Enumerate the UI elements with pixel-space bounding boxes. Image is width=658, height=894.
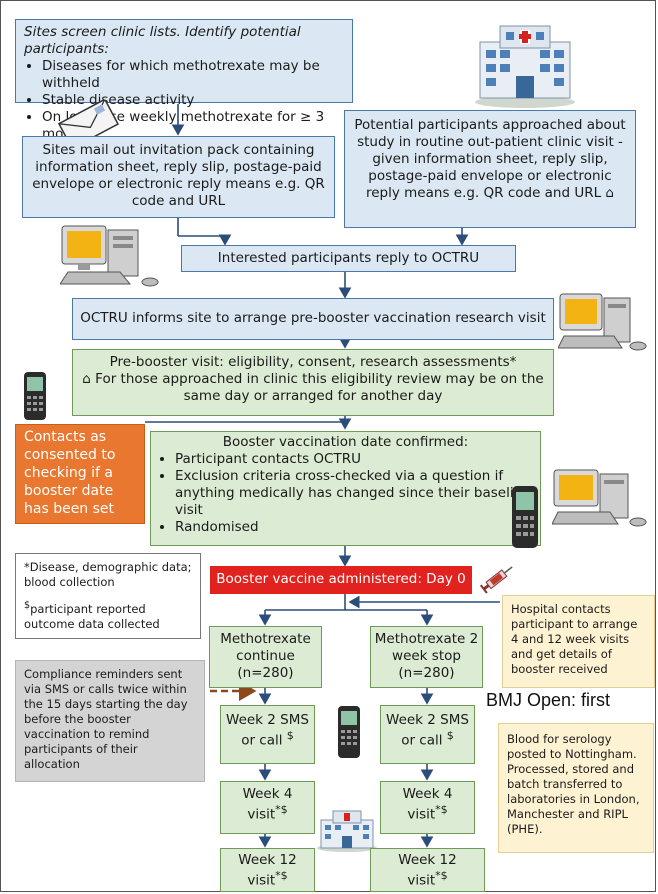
week2-line2: or call xyxy=(241,732,283,749)
week12-stop-box: Week 12 visit*$ xyxy=(370,848,485,892)
hospital-icon xyxy=(475,25,575,108)
syringe-icon xyxy=(479,566,513,594)
booster-administered-text: Booster vaccine administered: Day 0 xyxy=(216,571,466,587)
computer-icon xyxy=(558,293,647,351)
arm-stop-n: (n=280) xyxy=(398,665,455,681)
week2-mark: $ xyxy=(286,729,294,742)
week2-line1: Week 2 SMS xyxy=(386,712,469,728)
arm-continue-n: (n=280) xyxy=(237,665,294,681)
mobile-phone-icon xyxy=(24,372,46,420)
contacts-box: Contacts as consented to checking if a b… xyxy=(15,424,145,524)
hospital-contacts-text: Hospital contacts participant to arrange… xyxy=(511,602,638,676)
week4-mark: *$ xyxy=(435,803,448,816)
week12-line1: Week 12 xyxy=(398,852,457,868)
pre-booster-note: ⌂ For those approached in clinic this el… xyxy=(82,371,544,404)
booster-administered-box: Booster vaccine administered: Day 0 xyxy=(210,566,472,594)
week4-line2: visit xyxy=(247,806,276,823)
pre-booster-heading: Pre-booster visit: eligibility, consent,… xyxy=(109,354,517,370)
arm-continue-label: Methotrexate continue xyxy=(220,631,311,664)
footnote-box: *Disease, demographic data; blood collec… xyxy=(15,553,201,639)
hospital-contacts-box: Hospital contacts participant to arrange… xyxy=(502,595,655,688)
week2-line1: Week 2 SMS xyxy=(226,712,309,728)
compliance-text: Compliance reminders sent via SMS or cal… xyxy=(24,667,188,771)
week12-line1: Week 12 xyxy=(238,852,297,868)
booster-step: Randomised xyxy=(175,519,534,536)
contacts-text: Contacts as consented to checking if a b… xyxy=(24,429,116,517)
compliance-box: Compliance reminders sent via SMS or cal… xyxy=(15,660,205,782)
mobile-phone-icon xyxy=(512,486,538,548)
week4-line2: visit xyxy=(407,806,436,823)
mail-out-box: Sites mail out invitation pack containin… xyxy=(22,136,335,218)
octru-informs-text: OCTRU informs site to arrange pre-booste… xyxy=(80,310,546,326)
week4-line1: Week 4 xyxy=(402,786,453,802)
screening-criterion: Diseases for which methotrexate may be w… xyxy=(42,58,344,92)
screening-criterion: Stable disease activity xyxy=(42,92,344,109)
arm-stop-label: Methotrexate 2 week stop xyxy=(374,631,479,664)
footnote-line-1: *Disease, demographic data; blood collec… xyxy=(24,560,192,589)
week12-mark: *$ xyxy=(275,869,288,882)
week2-continue-box: Week 2 SMS or call $ xyxy=(220,705,315,764)
arm-stop-box: Methotrexate 2 week stop (n=280) xyxy=(370,626,483,688)
mobile-phone-icon xyxy=(338,706,360,758)
blood-serology-text: Blood for serology posted to Nottingham.… xyxy=(507,732,640,836)
screening-heading: Sites screen clinic lists. Identify pote… xyxy=(24,24,301,57)
week4-stop-box: Week 4 visit*$ xyxy=(380,781,475,834)
footnote-dollar-mark: $ xyxy=(24,600,31,611)
week12-mark: *$ xyxy=(435,869,448,882)
mail-out-text: Sites mail out invitation pack containin… xyxy=(32,142,325,209)
computer-icon xyxy=(60,225,159,287)
pre-booster-box: Pre-booster visit: eligibility, consent,… xyxy=(72,349,554,416)
reply-text: Interested participants reply to OCTRU xyxy=(217,250,480,266)
week4-continue-box: Week 4 visit*$ xyxy=(220,781,315,834)
booster-step: Exclusion criteria cross-checked via a q… xyxy=(175,468,534,519)
week2-line2: or call xyxy=(401,732,443,749)
week12-continue-box: Week 12 visit*$ xyxy=(220,848,315,892)
week12-line2: visit xyxy=(407,872,436,889)
hospital-icon xyxy=(317,810,377,852)
week2-mark: $ xyxy=(446,729,454,742)
blood-serology-box: Blood for serology posted to Nottingham.… xyxy=(498,723,654,853)
booster-confirmed-box: Booster vaccination date confirmed: Part… xyxy=(150,431,541,546)
week4-mark: *$ xyxy=(275,803,288,816)
week4-line1: Week 4 xyxy=(242,786,293,802)
arm-continue-box: Methotrexate continue (n=280) xyxy=(209,626,322,688)
footnote-line-2: participant reported outcome data collec… xyxy=(24,601,160,631)
clinic-approach-text: Potential participants approached about … xyxy=(354,117,626,201)
computer-icon xyxy=(552,469,647,527)
clinic-approach-box: Potential participants approached about … xyxy=(344,110,636,228)
booster-step: Participant contacts OCTRU xyxy=(175,451,534,468)
reply-box: Interested participants reply to OCTRU xyxy=(181,245,516,272)
booster-confirmed-heading: Booster vaccination date confirmed: xyxy=(222,434,469,450)
octru-informs-box: OCTRU informs site to arrange pre-booste… xyxy=(72,298,554,340)
week2-stop-box: Week 2 SMS or call $ xyxy=(380,705,475,764)
journal-watermark: BMJ Open: first xyxy=(486,690,611,710)
screening-box: Sites screen clinic lists. Identify pote… xyxy=(15,19,353,142)
week12-line2: visit xyxy=(247,872,276,889)
